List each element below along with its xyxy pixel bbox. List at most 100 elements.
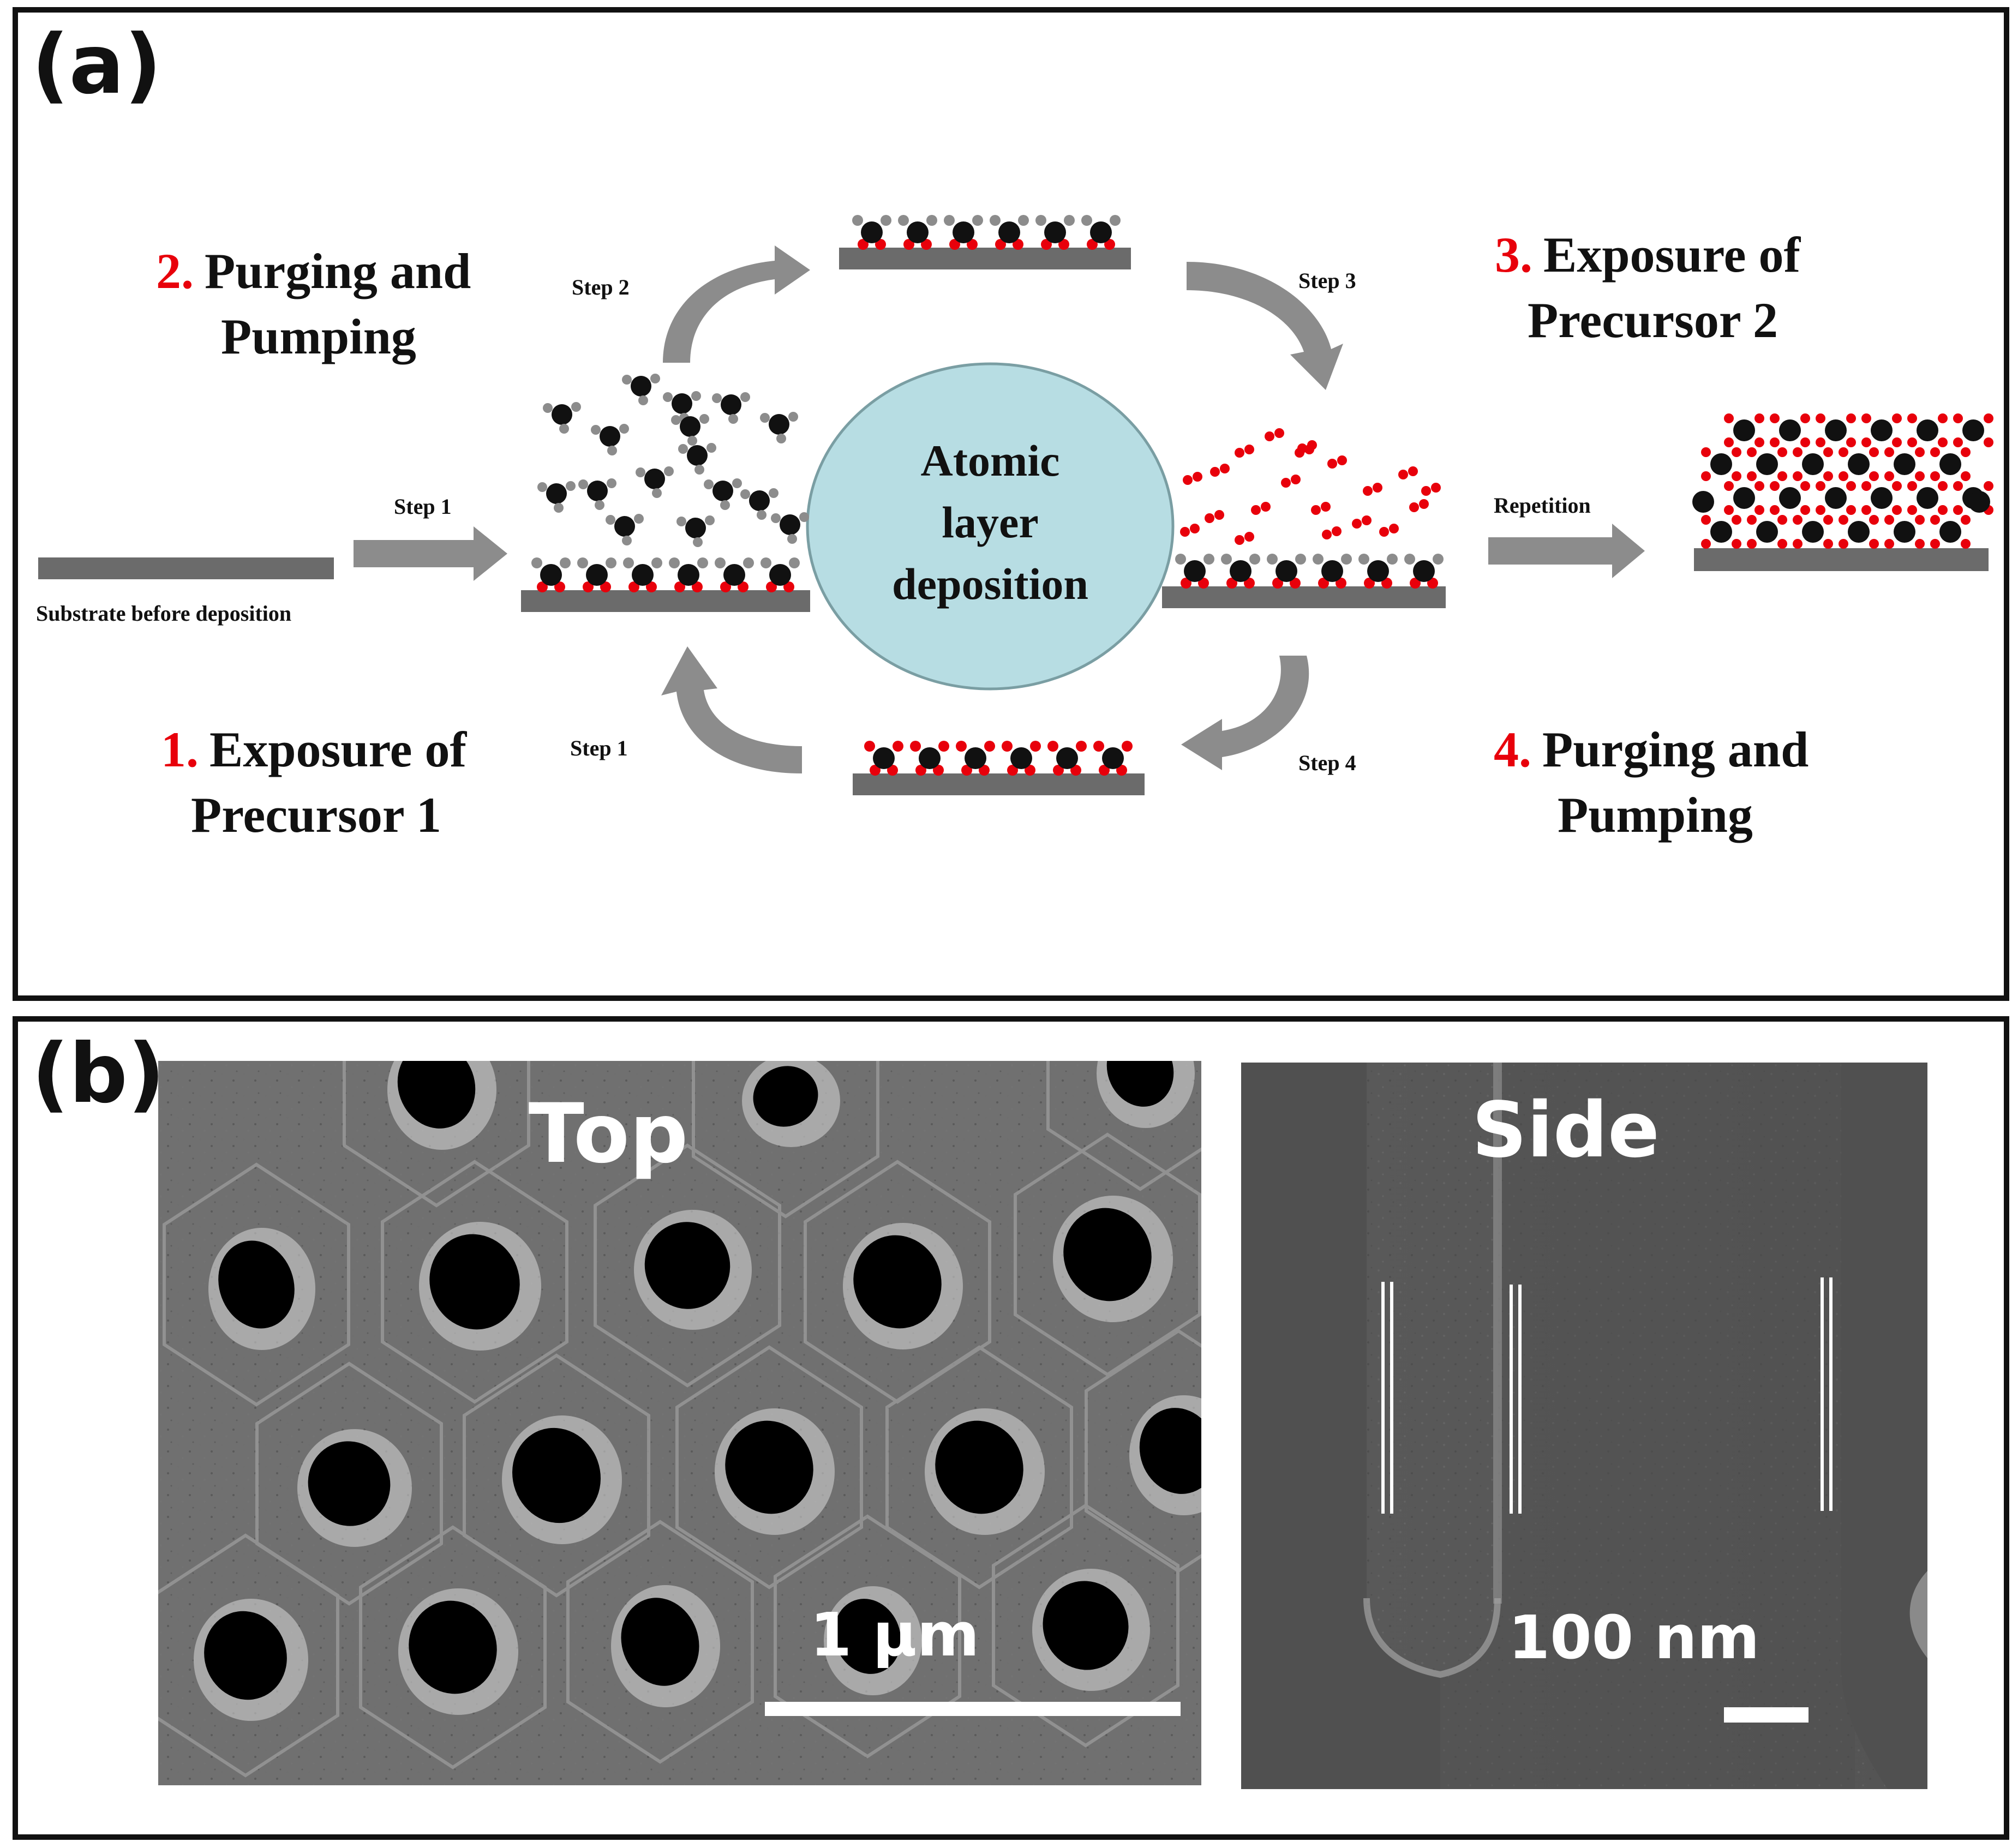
oxygen-atom — [1961, 447, 1971, 457]
metal-atom — [1871, 419, 1893, 441]
panel-a: (a) 2.Purging and Pumping 3.Exposure of … — [13, 7, 2009, 1001]
thickness-markers — [1381, 1277, 1833, 1514]
oxygen-atom — [1181, 578, 1191, 589]
metal-atom — [1848, 521, 1870, 543]
svg-text:1.Exposure of: 1.Exposure of — [161, 722, 468, 777]
ligand-atom — [559, 424, 569, 434]
step-1-number: 1. — [161, 722, 199, 777]
ligand-atom — [898, 215, 909, 226]
oxygen-atom — [720, 581, 731, 592]
hexagonal-cell — [692, 1061, 879, 1219]
oxygen-atom — [1274, 428, 1284, 438]
metal-atom — [672, 393, 692, 414]
oxygen-atom — [1724, 413, 1734, 423]
metal-atom — [780, 514, 800, 535]
oxygen-atom — [1193, 472, 1202, 482]
oxygen-atom — [1777, 471, 1787, 481]
ligand-atom — [715, 557, 726, 568]
ligand-atom — [740, 489, 750, 499]
ligand-atom — [622, 536, 632, 545]
pore — [397, 1061, 476, 1129]
metal-atom — [1939, 453, 1961, 475]
metal-atom — [712, 481, 733, 501]
ligand-atom — [554, 503, 564, 513]
metal-atom — [1894, 521, 1915, 543]
hexagonal-cell — [774, 1514, 961, 1759]
oxygen-atom — [1025, 765, 1035, 776]
oxygen-atom — [858, 239, 869, 250]
step-4-line1: Purging and — [1542, 722, 1809, 777]
metal-atom — [1962, 419, 1984, 441]
ligand-atom — [623, 557, 634, 568]
panel-a-label: (a) — [32, 17, 161, 112]
oxygen-atom — [1235, 535, 1244, 545]
ligand-atom — [705, 515, 715, 525]
hexagonal-cell — [675, 1345, 863, 1589]
step-2-arrow-label: Step 2 — [572, 275, 630, 299]
hexagonal-cell — [992, 1503, 1179, 1748]
ligand-atom — [788, 412, 798, 422]
metal-atom — [1413, 560, 1435, 582]
oxygen-atom — [1861, 505, 1871, 515]
oxygen-atom — [995, 239, 1006, 250]
metal-atom — [685, 518, 706, 538]
oxygen-atom — [1379, 527, 1389, 537]
oxygen-atom — [1732, 515, 1741, 525]
oxygen-atom — [1337, 455, 1347, 465]
ligand-atom — [691, 391, 701, 401]
metal-atom — [769, 414, 789, 435]
oxygen-atom — [583, 581, 594, 592]
ligand-atom — [944, 215, 955, 226]
metal-atom — [1367, 560, 1389, 582]
step-3-caption: 3.Exposure of Precursor 2 — [1495, 227, 1801, 348]
metal-atom — [873, 747, 895, 769]
substrate-step1 — [521, 590, 810, 612]
ligand-atom — [1404, 554, 1415, 565]
metal-atom — [919, 747, 941, 769]
oxygen-atom — [1770, 437, 1780, 447]
oxygen-atom — [1823, 447, 1833, 457]
oxygen-atom — [1321, 502, 1331, 512]
oxygen-atom — [1007, 765, 1018, 776]
oxygen-atom — [1869, 471, 1879, 481]
ligand-atom — [972, 215, 983, 226]
oxygen-atom — [1336, 578, 1346, 589]
ligand-atom — [1203, 554, 1214, 565]
metal-atom — [1756, 521, 1778, 543]
ligand-atom — [664, 466, 674, 476]
oxygen-atom — [1381, 578, 1392, 589]
oxygen-atom — [1724, 437, 1734, 447]
step-4-arrow-label: Step 4 — [1298, 751, 1356, 775]
ligand-atom — [606, 515, 615, 525]
oxygen-atom — [1332, 526, 1342, 536]
metal-atom — [1321, 560, 1343, 582]
metal-atom — [1010, 747, 1032, 769]
metal-atom — [1184, 560, 1206, 582]
oxygen-atom — [1754, 437, 1764, 447]
oxygen-atom — [1777, 539, 1787, 549]
oxygen-atom — [1930, 471, 1940, 481]
metal-atom — [644, 469, 665, 489]
oxygen-atom — [1938, 505, 1948, 515]
oxygen-atom — [1210, 467, 1220, 477]
oxygen-atom — [1800, 413, 1810, 423]
metal-atom — [614, 516, 635, 537]
substrate-caption: Substrate before deposition — [36, 601, 291, 626]
oxygen-atom — [1839, 539, 1848, 549]
oxygen-atom — [949, 239, 960, 250]
ligand-atom — [1267, 554, 1278, 565]
ligand-atom — [1358, 554, 1369, 565]
oxygen-atom — [1823, 539, 1833, 549]
sem-top-title: Top — [529, 1087, 688, 1181]
ligand-atom — [761, 557, 771, 568]
metal-atom — [1102, 747, 1124, 769]
ligand-atom — [694, 465, 704, 475]
ligand-atom — [720, 500, 730, 510]
oxygen-atom — [1701, 447, 1711, 457]
metal-atom — [1692, 491, 1714, 513]
oxygen-atom — [1884, 447, 1894, 457]
oxygen-atom — [1793, 515, 1803, 525]
ald-circle — [806, 362, 1175, 691]
oxygen-atom — [1770, 505, 1780, 515]
oxygen-atom — [766, 581, 777, 592]
